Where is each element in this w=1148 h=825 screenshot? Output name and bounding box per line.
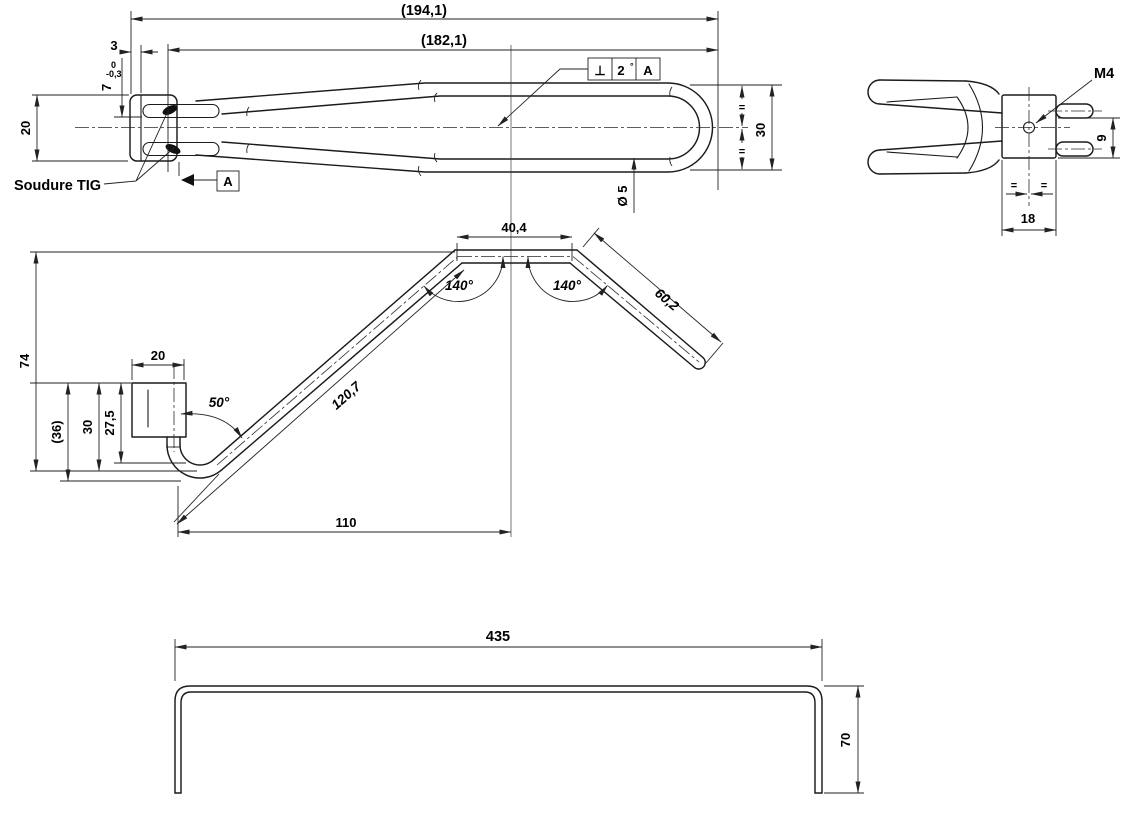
fcf-degree-sign: °: [630, 61, 634, 71]
dim-height-70: 70: [838, 733, 853, 747]
dim-ref-36: (36): [49, 420, 64, 443]
dim-30: 30: [80, 420, 95, 434]
dim-plate-height-20: 20: [18, 121, 33, 135]
m4-leader: [1035, 79, 1093, 124]
tolerance-lower: -0,3: [106, 69, 122, 79]
angle-left-140: 140°: [445, 278, 474, 293]
profile-view-part-outline: [131, 249, 706, 479]
dim-height-74: 74: [17, 353, 32, 368]
dim-27-5: 27,5: [102, 410, 117, 435]
fcf-leader: [497, 68, 588, 127]
thread-label-m4: M4: [1094, 66, 1114, 82]
front-view-dimensions: (194,1) (182,1) 3 7 0 -0,3 20 Soudure TI…: [14, 3, 782, 213]
angle-right-140: 140°: [553, 278, 582, 293]
datum-label: A: [223, 174, 233, 189]
dim-leg-120-7: 120,7: [328, 378, 364, 413]
dim-leg-60-2: 60,2: [652, 285, 682, 314]
fcf-datum-ref: A: [643, 63, 653, 78]
weld-note: Soudure TIG: [14, 178, 101, 194]
bottom-view-part-outline: [174, 685, 823, 794]
side-view-part-outline: [867, 79, 1094, 175]
fcf-perpendicularity-symbol: ⊥: [594, 63, 605, 78]
dim-flat-40-4: 40,4: [501, 220, 527, 235]
fcf-tolerance-value: 2: [617, 63, 624, 78]
dim-loop-width-30: 30: [753, 123, 768, 137]
profile-view-dimensions: 40,4 140° 140° 50° 60,2 120,7 110: [17, 220, 724, 537]
equal-mark-right: =: [1041, 180, 1047, 192]
dim-plate-width-18: 18: [1021, 211, 1035, 226]
tolerance-upper: 0: [111, 60, 116, 70]
dim-length-to-weld: (182,1): [421, 33, 467, 49]
bottom-view: 435 70: [174, 629, 864, 794]
dim-height-7: 7: [99, 84, 114, 91]
dim-hole-offset-9: 9: [1094, 134, 1109, 141]
front-view: (194,1) (182,1) 3 7 0 -0,3 20 Soudure TI…: [14, 3, 782, 537]
dim-plate-thickness: 3: [110, 38, 117, 53]
dim-span-110: 110: [336, 515, 357, 530]
equal-mark-left: =: [1011, 180, 1017, 192]
dim-overall-length: (194,1): [401, 3, 447, 19]
weld-spot-upper: [162, 105, 178, 115]
dim-tube-diameter: Ø 5: [615, 186, 630, 207]
side-view-dimensions: M4 9 = = 18: [1001, 66, 1120, 236]
bottom-view-dimensions: 435 70: [174, 629, 864, 794]
dim-width-435: 435: [486, 629, 510, 645]
angle-hook-50: 50°: [209, 395, 230, 410]
dim-plate-20: 20: [151, 348, 165, 363]
profile-view: 40,4 140° 140° 50° 60,2 120,7 110: [17, 220, 724, 537]
side-view: M4 9 = = 18: [867, 66, 1120, 236]
front-view-part-outline: [129, 79, 714, 177]
equal-mark-upper: =: [739, 102, 745, 114]
weld-leader: [103, 112, 176, 185]
equal-mark-lower: =: [739, 146, 745, 158]
datum-triangle: [181, 174, 194, 186]
